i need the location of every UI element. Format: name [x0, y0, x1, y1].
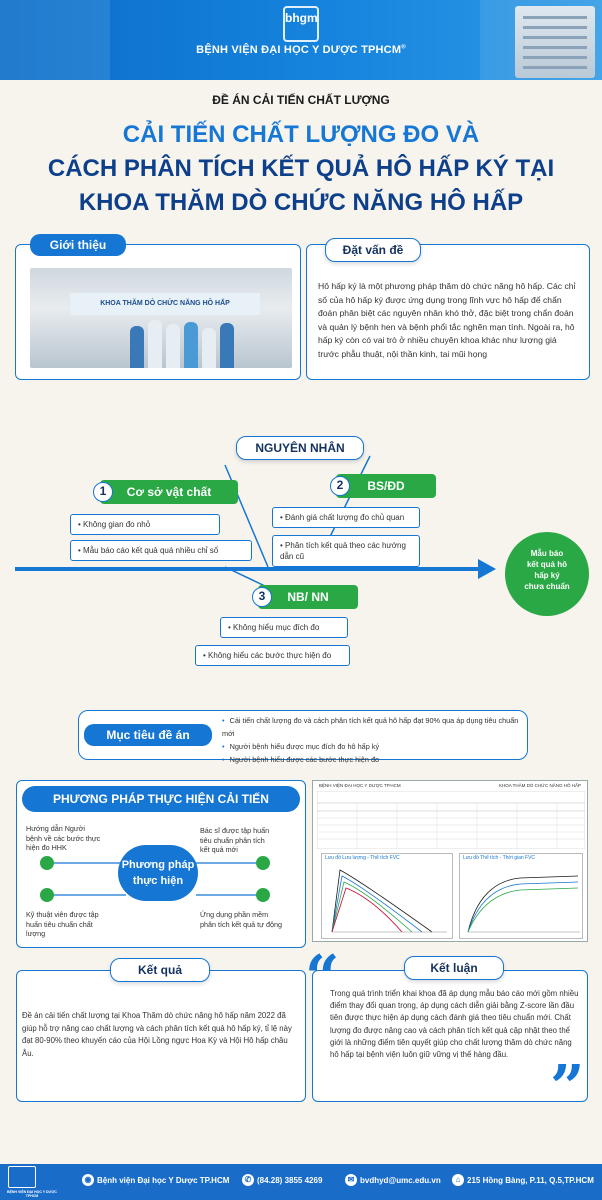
phone-icon: ✆	[242, 1174, 254, 1186]
cause-3-title: NB/ NN	[258, 585, 358, 609]
cause-3-item-1: • Không hiểu mục đích đo	[220, 617, 348, 638]
poster-title: CẢI TIẾN CHẤT LƯỢNG ĐO VÀ CÁCH PHÂN TÍCH…	[20, 118, 582, 220]
cause-1-item-2: • Mẫu báo cáo kết quả quá nhiều chỉ số	[70, 540, 252, 561]
hospital-name: BỆNH VIỆN ĐẠI HỌC Y DƯỢC TPHCM®	[196, 44, 406, 56]
method-dot-bl	[40, 888, 54, 902]
goal-item: Người bệnh hiểu được mục đích đo hô hấp …	[222, 740, 526, 753]
conclusion-text: Trong quá trình triển khai khoa đã áp dụ…	[330, 989, 579, 1060]
title-line-1: CẢI TIẾN CHẤT LƯỢNG ĐO VÀ	[122, 121, 480, 148]
cause-1-title: Cơ sở vật chất	[100, 480, 238, 504]
results-text: Đề án cải tiến chất lượng tại Khoa Thăm …	[22, 1011, 292, 1058]
footer-email[interactable]: bvdhyd@umc.edu.vn	[360, 1176, 441, 1185]
method-connectors	[46, 862, 261, 896]
email-icon: ✉	[345, 1174, 357, 1186]
method-text-tl: Hướng dẫn Người bệnh về các bước thực hi…	[26, 824, 101, 852]
method-dot-tr	[256, 856, 270, 870]
intro-label: Giới thiệu	[30, 234, 126, 256]
footer-website[interactable]: Bệnh viện Đại học Y Dược TP.HCM	[97, 1176, 230, 1185]
flow-volume-curves	[331, 869, 447, 933]
causes-label: NGUYÊN NHÂN	[236, 436, 364, 460]
volume-time-curves	[467, 875, 580, 933]
cause-1-item-1: • Không gian đo nhỏ	[70, 514, 220, 535]
method-text-bl: Kỹ thuật viên được tập huấn tiêu chuẩn c…	[26, 910, 99, 938]
footer-logo-caption: BỆNH VIỆN ĐẠI HỌC Y DƯỢC TPHCM	[7, 1190, 57, 1198]
footer-logo	[8, 1166, 36, 1188]
fishbone-arrowhead	[478, 559, 496, 579]
conclusion-label: Kết luận	[404, 956, 504, 980]
header-banner	[0, 0, 602, 80]
method-dot-tl	[40, 856, 54, 870]
globe-icon: ◉	[82, 1174, 94, 1186]
method-text-tr: Bác sĩ được tập huấn tiêu chuẩn phân tíc…	[200, 826, 270, 854]
goal-item: Người bệnh hiểu được các bước thực hiện …	[222, 753, 526, 766]
footer-address: 215 Hồng Bàng, P.11, Q.5,TP.HCM	[467, 1176, 594, 1185]
close-quote-icon: ”	[550, 1053, 585, 1123]
cause-2-item-2: • Phân tích kết quả theo các hướng dẫn c…	[272, 535, 420, 567]
conclusion-box	[312, 970, 588, 1102]
method-label: PHƯƠNG PHÁP THỰC HIỆN CẢI TIẾN	[22, 786, 300, 812]
cause-2-number: 2	[330, 476, 350, 496]
goals-list: Cải tiến chất lượng đo và cách phân tích…	[222, 714, 526, 766]
flow-volume-chart: Lưu đồ Lưu lượng - Thể tích FVC	[321, 853, 453, 939]
footer-phone[interactable]: (84.28) 3855 4269	[257, 1176, 323, 1185]
method-text-br: Ứng dụng phần mềm phân tích kết quả tự đ…	[200, 910, 282, 929]
header-decoration-left	[0, 0, 110, 80]
problem-label: Đặt vấn đề	[325, 238, 421, 262]
team-photo: KHOA THĂM DÒ CHỨC NĂNG HÔ HẤP	[30, 268, 292, 368]
method-dot-br	[256, 888, 270, 902]
goal-item: Cải tiến chất lượng đo và cách phân tích…	[222, 714, 526, 740]
cause-3-item-2: • Không hiểu các bước thực hiện đo	[195, 645, 350, 666]
open-quote-icon: “	[305, 943, 340, 1013]
title-line-3: KHOA THĂM DÒ CHỨC NĂNG HÔ HẤP	[78, 189, 524, 216]
problem-text: Hô hấp ký là một phương pháp thăm dò chứ…	[318, 281, 576, 359]
volume-time-chart: Lưu đồ Thể tích - Thời gian FVC	[459, 853, 583, 939]
footer: BỆNH VIỆN ĐẠI HỌC Y DƯỢC TPHCM ◉ Bệnh vi…	[0, 1164, 602, 1200]
report-table	[317, 791, 585, 849]
sample-report: BỆNH VIỆN ĐẠI HỌC Y DƯỢC TP.HCM KHOA THĂ…	[312, 780, 588, 942]
photo-banner: KHOA THĂM DÒ CHỨC NĂNG HÔ HẤP	[70, 293, 260, 315]
cause-2-item-1: • Đánh giá chất lượng đo chủ quan	[272, 507, 420, 528]
results-label: Kết quả	[110, 958, 210, 982]
location-icon: ⌂	[452, 1174, 464, 1186]
hospital-logo: bhgm	[283, 6, 319, 42]
cause-1-number: 1	[93, 482, 113, 502]
cause-2-title: BS/ĐD	[336, 474, 436, 498]
goals-label: Mục tiêu đề án	[84, 724, 212, 746]
cause-3-number: 3	[252, 587, 272, 607]
title-line-2: CÁCH PHÂN TÍCH KẾT QUẢ HÔ HẤP KÝ TẠI	[47, 155, 555, 182]
fishbone-spine	[15, 567, 485, 571]
kicker: ĐỀ ÁN CẢI TIẾN CHẤT LƯỢNG	[212, 93, 390, 107]
hospital-building-image	[515, 6, 595, 78]
problem-box	[306, 244, 590, 380]
results-box	[16, 970, 306, 1102]
